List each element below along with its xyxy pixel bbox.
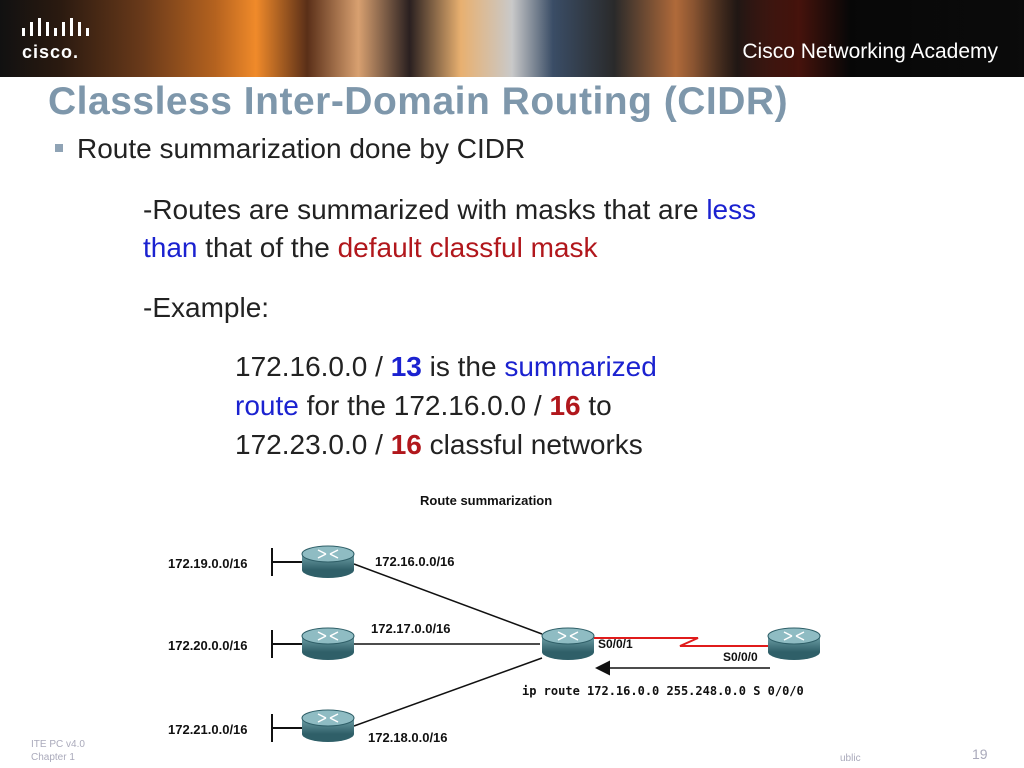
para-text: that of the xyxy=(198,232,338,263)
ex-text: classful networks xyxy=(422,429,643,460)
bullet-text: Route summarization done by CIDR xyxy=(77,133,525,164)
banner-shade xyxy=(694,0,1024,77)
ex-prefix-16a: 16 xyxy=(549,390,580,421)
para-highlight-mask: default classful mask xyxy=(338,232,598,263)
summary-paragraph: -Routes are summarized with masks that a… xyxy=(143,191,756,267)
bullet-item: Route summarization done by CIDR xyxy=(55,133,525,165)
lan-label-2: 172.20.0.0/16 xyxy=(168,638,248,653)
route-summarization-diagram: Route summarization xyxy=(150,488,850,758)
footer-line-2: Chapter 1 xyxy=(31,751,85,764)
router-center-icon xyxy=(542,628,594,660)
slide-title: Classless Inter-Domain Routing (CIDR) xyxy=(48,80,788,124)
example-text: 172.16.0.0 / 13 is the summarized route … xyxy=(235,347,657,464)
cisco-logo-text: cisco. xyxy=(22,42,79,63)
bullet-marker-icon xyxy=(55,144,63,152)
lan-stubs xyxy=(272,548,302,742)
ex-text: for the 172.16.0.0 / xyxy=(299,390,550,421)
link-label-1: 172.16.0.0/16 xyxy=(375,554,455,569)
page-number: 19 xyxy=(972,746,988,762)
footer-classification: ublic xyxy=(840,753,861,764)
ex-prefix-13: 13 xyxy=(391,351,422,382)
academy-brand: Cisco Networking Academy xyxy=(742,40,998,64)
router-isp-icon xyxy=(768,628,820,660)
ex-text: is the xyxy=(422,351,504,382)
ex-prefix-16b: 16 xyxy=(391,429,422,460)
router-2-icon xyxy=(302,628,354,660)
ex-route: route xyxy=(235,390,299,421)
iface-label-s000: S0/0/0 xyxy=(723,650,758,664)
router-1-icon xyxy=(302,546,354,578)
lan-label-3: 172.21.0.0/16 xyxy=(168,722,248,737)
ex-summarized: summarized xyxy=(504,351,656,382)
para-highlight-than: than xyxy=(143,232,198,263)
header-banner: cisco. Cisco Networking Academy xyxy=(0,0,1024,77)
iface-label-s001: S0/0/1 xyxy=(598,637,633,651)
example-label: -Example: xyxy=(143,289,269,327)
para-highlight-less: less xyxy=(706,194,756,225)
diagram-canvas xyxy=(150,488,850,758)
ex-text: 172.16.0.0 / xyxy=(235,351,391,382)
para-text: -Routes are summarized with masks that a… xyxy=(143,194,706,225)
ex-text: 172.23.0.0 / xyxy=(235,429,391,460)
static-route-command: ip route 172.16.0.0 255.248.0.0 S 0/0/0 xyxy=(522,684,804,698)
footer-course: ITE PC v4.0 Chapter 1 xyxy=(31,738,85,764)
link-label-3: 172.18.0.0/16 xyxy=(368,730,448,745)
footer-line-1: ITE PC v4.0 xyxy=(31,738,85,751)
lan-label-1: 172.19.0.0/16 xyxy=(168,556,248,571)
link-label-2: 172.17.0.0/16 xyxy=(371,621,451,636)
router-links xyxy=(354,564,542,726)
router-3-icon xyxy=(302,710,354,742)
ex-text: to xyxy=(581,390,612,421)
